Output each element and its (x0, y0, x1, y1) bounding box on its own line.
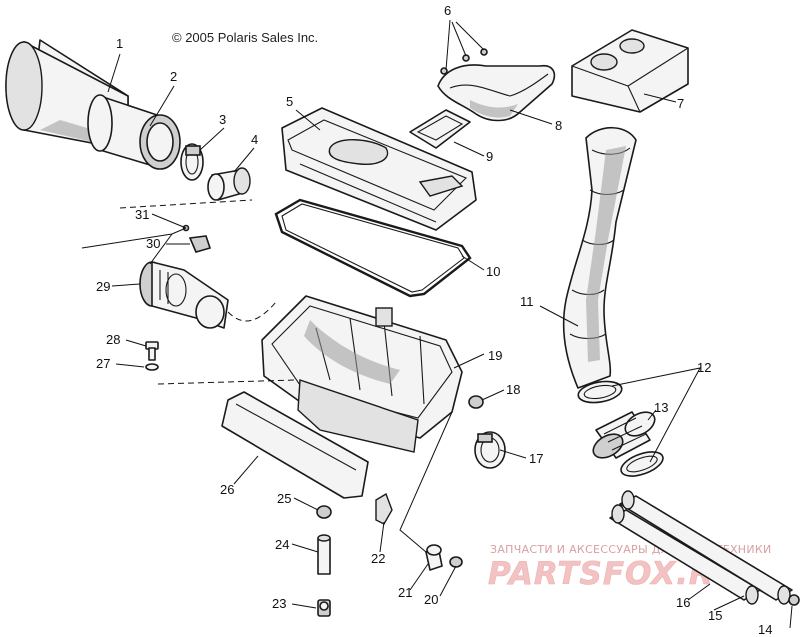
callout-20: 20 (424, 592, 438, 607)
part-14-clip (788, 594, 800, 606)
callout-26: 26 (220, 482, 234, 497)
callout-23: 23 (272, 596, 286, 611)
callout-6: 6 (444, 3, 451, 18)
part-22-bracket (375, 492, 393, 525)
part-13-boot (592, 411, 656, 459)
part-29-throttle-adapter (139, 261, 229, 329)
callout-25: 25 (277, 491, 291, 506)
part-25-grommet (316, 505, 332, 519)
callout-29: 29 (96, 279, 110, 294)
part-30-sensor (188, 235, 212, 253)
part-2-filter-sleeve (87, 94, 181, 170)
part-20-nut (449, 556, 463, 568)
part-10-seal (274, 198, 472, 298)
part-18-nut (468, 395, 484, 409)
part-24-drain-tube (317, 534, 331, 575)
callout-19: 19 (488, 348, 502, 363)
callout-18: 18 (506, 382, 520, 397)
callout-28: 28 (106, 332, 120, 347)
callout-9: 9 (486, 149, 493, 164)
assembly-lines (119, 199, 453, 553)
callout-27: 27 (96, 356, 110, 371)
part-28-bolt (145, 341, 159, 361)
part-15-16-tubes (609, 490, 793, 605)
callout-24: 24 (275, 537, 289, 552)
callout-22: 22 (371, 551, 385, 566)
part-19-airbox-base (261, 295, 463, 453)
copyright-text: © 2005 Polaris Sales Inc. (172, 30, 318, 45)
part-5-airbox-lid (281, 107, 477, 231)
callout-21: 21 (398, 585, 412, 600)
part-26-pad (221, 391, 369, 499)
part-3-clamp (180, 143, 204, 181)
part-11-intake-tube (562, 127, 637, 389)
leader-lines (81, 19, 793, 629)
callout-2: 2 (170, 69, 177, 84)
part-4-coupler-ring (207, 167, 251, 201)
callout-13: 13 (654, 400, 668, 415)
callout-5: 5 (286, 94, 293, 109)
part-17-hose-clamp (474, 431, 506, 469)
callout-12: 12 (697, 360, 711, 375)
callout-11: 11 (520, 294, 534, 309)
part-23-valve (317, 599, 331, 617)
callout-8: 8 (555, 118, 562, 133)
part-27-washer (145, 363, 159, 371)
callout-3: 3 (219, 112, 226, 127)
watermark-logo: PARTSFOX.RU (488, 556, 740, 592)
callout-4: 4 (251, 132, 258, 147)
part-8-air-duct (437, 64, 556, 122)
callout-14: 14 (758, 622, 772, 637)
part-21-drain-cap (425, 544, 443, 571)
callout-15: 15 (708, 608, 722, 623)
callout-7: 7 (677, 96, 684, 111)
watermark: ЗАПЧАСТИ И АКСЕССУАРЫ ДЛЯ МОТОТЕХНИКИ PA… (488, 543, 772, 592)
callout-labels: 1 2 3 4 5 6 7 8 9 10 11 12 13 14 15 16 1… (96, 3, 772, 637)
part-7-foam-block (571, 29, 689, 113)
callout-10: 10 (486, 264, 500, 279)
part-9-gasket (409, 109, 471, 149)
callout-17: 17 (529, 451, 543, 466)
callout-30: 30 (146, 236, 160, 251)
callout-16: 16 (676, 595, 690, 610)
callout-31: 31 (135, 207, 149, 222)
callout-1: 1 (116, 36, 123, 51)
